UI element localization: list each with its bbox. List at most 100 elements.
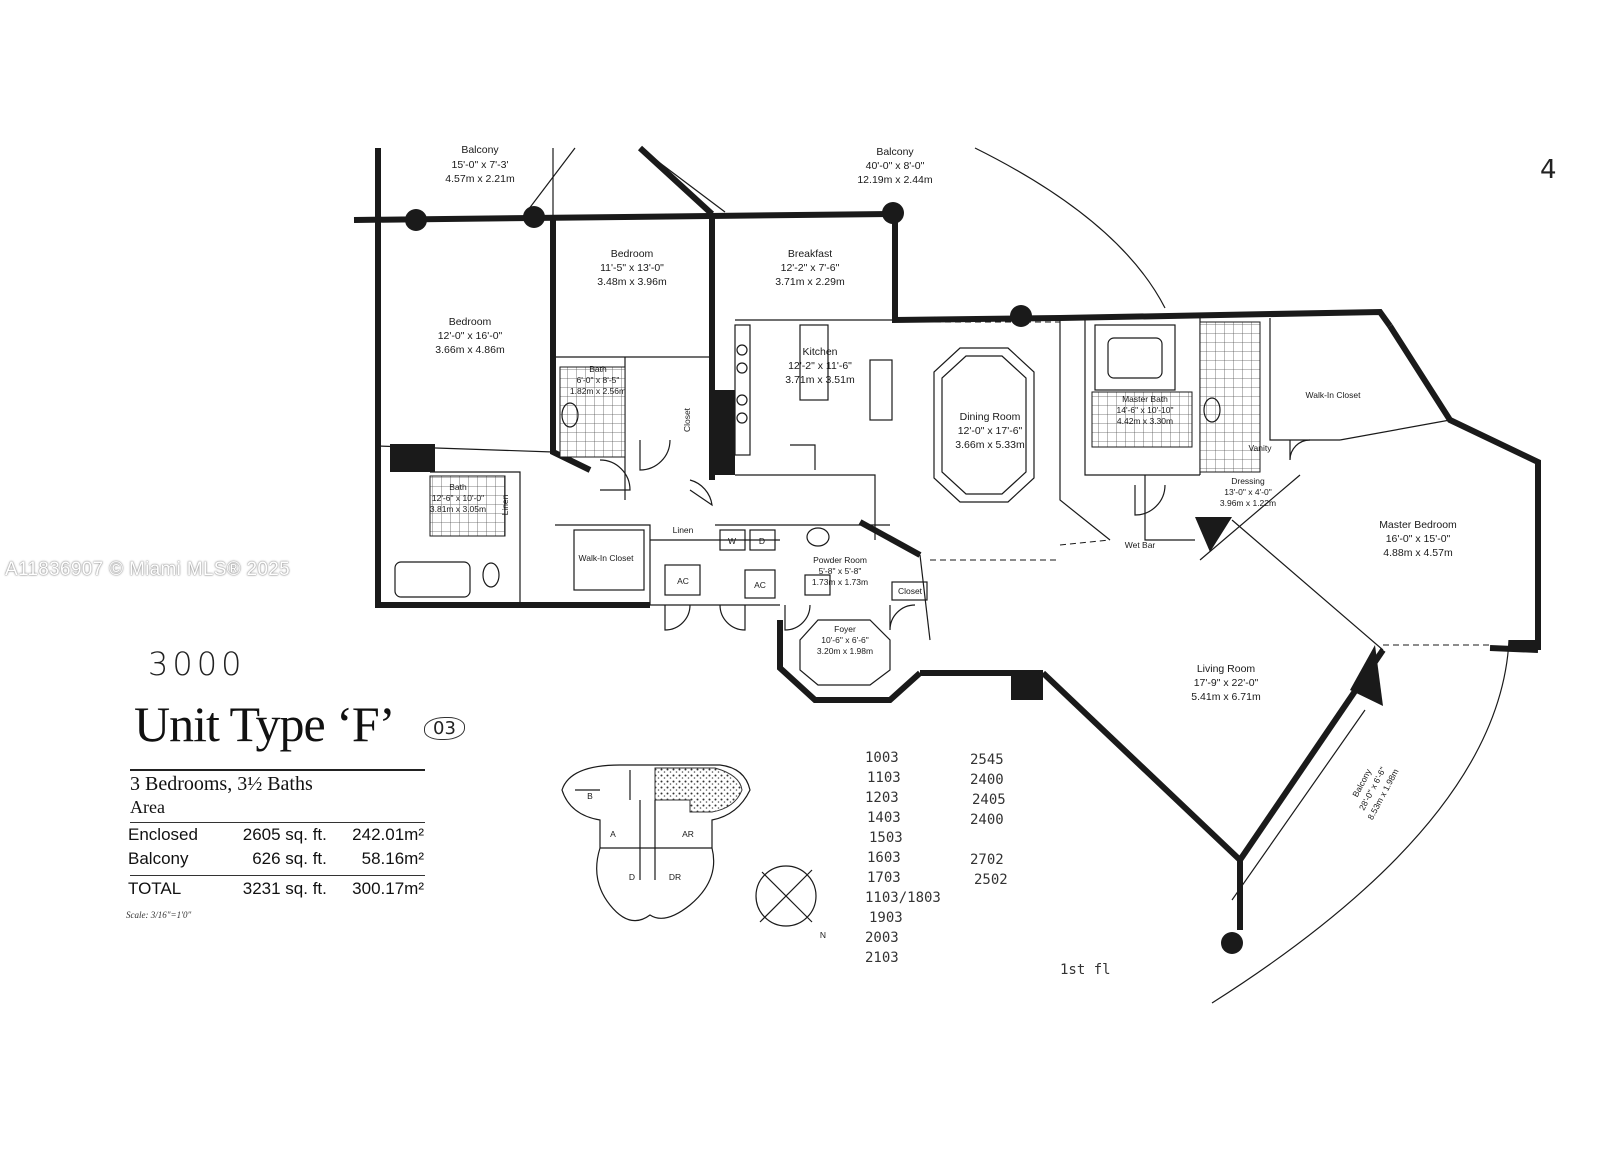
total-sqm: 300.17m² <box>352 879 424 898</box>
kitchen-metric: 3.71m x 3.51m <box>785 374 855 386</box>
balcony-top-metric: 12.19m x 2.44m <box>857 174 933 186</box>
area-sqm: 58.16m² <box>361 849 424 868</box>
master-bath-dims: 14'-6" x 10'-10" <box>1116 405 1173 415</box>
bedrooms-baths: 3 Bedrooms, 3½ Baths <box>130 773 313 795</box>
powder-room-name: Powder Room <box>813 555 867 565</box>
master-bath-name: Master Bath <box>1122 394 1168 404</box>
keyplan-label-ar: AR <box>682 829 694 839</box>
wet-bar-label: Wet Bar <box>1125 540 1156 550</box>
dryer-label: D <box>759 536 765 546</box>
kitchen-fixtures <box>734 324 893 470</box>
bath-2-metric: 3.81m x 3.05m <box>430 504 486 514</box>
interior-walls <box>377 318 1490 651</box>
walk-in-closet-label: Walk-In Closet <box>579 553 635 563</box>
area-sqft: 2605 sq. ft. <box>242 825 327 844</box>
area-row-total: TOTAL 3231 sq. ft. 300.17m² <box>124 871 428 901</box>
ac-2-label: AC <box>754 580 766 590</box>
area-table: Enclosed 2605 sq. ft. 242.01m² Balcony 6… <box>124 823 428 901</box>
master-bedroom-name: Master Bedroom <box>1379 519 1457 531</box>
handwritten-entry: 2502 <box>974 872 1008 888</box>
kitchen-dims: 12'-2" x 11'-6" <box>788 360 852 372</box>
bath-1-dims: 6'-0" x 8'-5" <box>577 375 620 385</box>
kitchen-name: Kitchen <box>802 346 837 358</box>
bedroom-2-dims: 11'-5" x 13'-0" <box>600 262 664 274</box>
washer-label: W <box>728 536 736 546</box>
keyplan-label-a: A <box>610 829 616 839</box>
handwritten-entry: 1103 <box>867 770 901 786</box>
handwritten-entry: 2103 <box>865 950 899 966</box>
handwritten-entry: 1703 <box>867 870 901 886</box>
balcony-left-name: Balcony <box>461 144 499 156</box>
bath-1-name: Bath <box>589 364 607 374</box>
linen-2-label: Linen <box>673 525 694 535</box>
dining-name: Dining Room <box>960 411 1021 423</box>
balconies <box>379 147 1510 1004</box>
ac-1-label: AC <box>677 576 689 586</box>
area-row-balcony: Balcony 626 sq. ft. 58.16m² <box>124 847 428 871</box>
area-heading: Area <box>130 797 165 817</box>
mls-watermark: A11836907 © Miami MLS® 2025 <box>5 559 291 580</box>
bedroom-1-metric: 3.66m x 4.86m <box>435 344 505 356</box>
keyplan-label-b: B <box>587 791 593 801</box>
door-swings <box>599 439 1311 631</box>
bedroom-1-name: Bedroom <box>449 316 492 328</box>
closet-2-label: Closet <box>898 586 923 596</box>
keyplan-label-dr: DR <box>669 872 681 882</box>
handwritten-entry: 1603 <box>867 850 901 866</box>
handwritten-entry: 1003 <box>865 750 899 766</box>
area-label: Enclosed <box>128 825 198 844</box>
dressing-dims: 13'-0" x 4'-0" <box>1224 487 1272 497</box>
handwritten-entry: 1503 <box>869 830 903 846</box>
master-walk-in-closet-label: Walk-In Closet <box>1306 390 1362 400</box>
balcony-left-dims: 15'-0" x 7'-3' <box>451 159 508 171</box>
room-labels: Balcony 15'-0" x 7'-3' 4.57m x 2.21m Bal… <box>430 144 1457 821</box>
title-divider <box>130 769 425 771</box>
handwritten-entry: 2400 <box>970 772 1004 788</box>
foyer-metric: 3.20m x 1.98m <box>817 646 873 656</box>
balcony-top-name: Balcony <box>876 146 914 158</box>
handwritten-note: 1st fl <box>1060 962 1111 978</box>
exterior-walls <box>353 145 1541 930</box>
handwritten-code: 3000 <box>148 645 246 683</box>
breakfast-metric: 3.71m x 2.29m <box>775 276 845 288</box>
compass-icon: N <box>755 865 826 940</box>
total-divider <box>130 875 425 876</box>
breakfast-name: Breakfast <box>788 248 832 260</box>
utility-boxes <box>573 529 928 686</box>
living-room-name: Living Room <box>1197 663 1256 675</box>
keyplan-label-d: D <box>629 872 635 882</box>
scale-note: Scale: 3/16"=1'0" <box>126 910 192 920</box>
vanity-label: Vanity <box>1249 443 1273 453</box>
balcony-left-metric: 4.57m x 2.21m <box>445 173 515 185</box>
area-row-enclosed: Enclosed 2605 sq. ft. 242.01m² <box>124 823 428 847</box>
unit-title: Unit Type ‘F’ <box>134 696 395 752</box>
dining-metric: 3.66m x 5.33m <box>955 439 1025 451</box>
powder-room-metric: 1.73m x 1.73m <box>812 577 868 587</box>
foyer-name: Foyer <box>834 624 856 634</box>
total-sqft: 3231 sq. ft. <box>242 879 327 898</box>
bedroom-2-metric: 3.48m x 3.96m <box>597 276 667 288</box>
handwritten-entry: 2400 <box>970 812 1004 828</box>
linen-1-label: Linen <box>500 494 510 515</box>
handwritten-entry: 1403 <box>867 810 901 826</box>
building-key-plan: B A AR D DR <box>561 764 751 922</box>
foyer-dims: 10'-6" x 6'-6" <box>821 635 869 645</box>
total-label: TOTAL <box>128 879 182 898</box>
bath-2-name: Bath <box>449 482 467 492</box>
handwritten-entry: 2545 <box>970 752 1004 768</box>
handwritten-entry: 1103/1803 <box>865 890 941 906</box>
dressing-metric: 3.96m x 1.22m <box>1220 498 1276 508</box>
master-bath-metric: 4.42m x 3.30m <box>1117 416 1173 426</box>
handwritten-entry: 1903 <box>869 910 903 926</box>
breakfast-dims: 12'-2" x 7'-6" <box>781 262 840 274</box>
handwritten-entry: 1203 <box>865 790 899 806</box>
handwritten-entry: 2405 <box>972 792 1006 808</box>
balcony-top-dims: 40'-0" x 8'-0" <box>866 160 925 172</box>
living-room-metric: 5.41m x 6.71m <box>1191 691 1261 703</box>
handwritten-entry: 2003 <box>865 930 899 946</box>
area-sqft: 626 sq. ft. <box>252 849 327 868</box>
powder-room-dims: 5'-8" x 5'-8" <box>819 566 862 576</box>
unit-title-suffix: 03 <box>424 717 465 740</box>
corner-mark: 4 <box>1540 155 1557 185</box>
